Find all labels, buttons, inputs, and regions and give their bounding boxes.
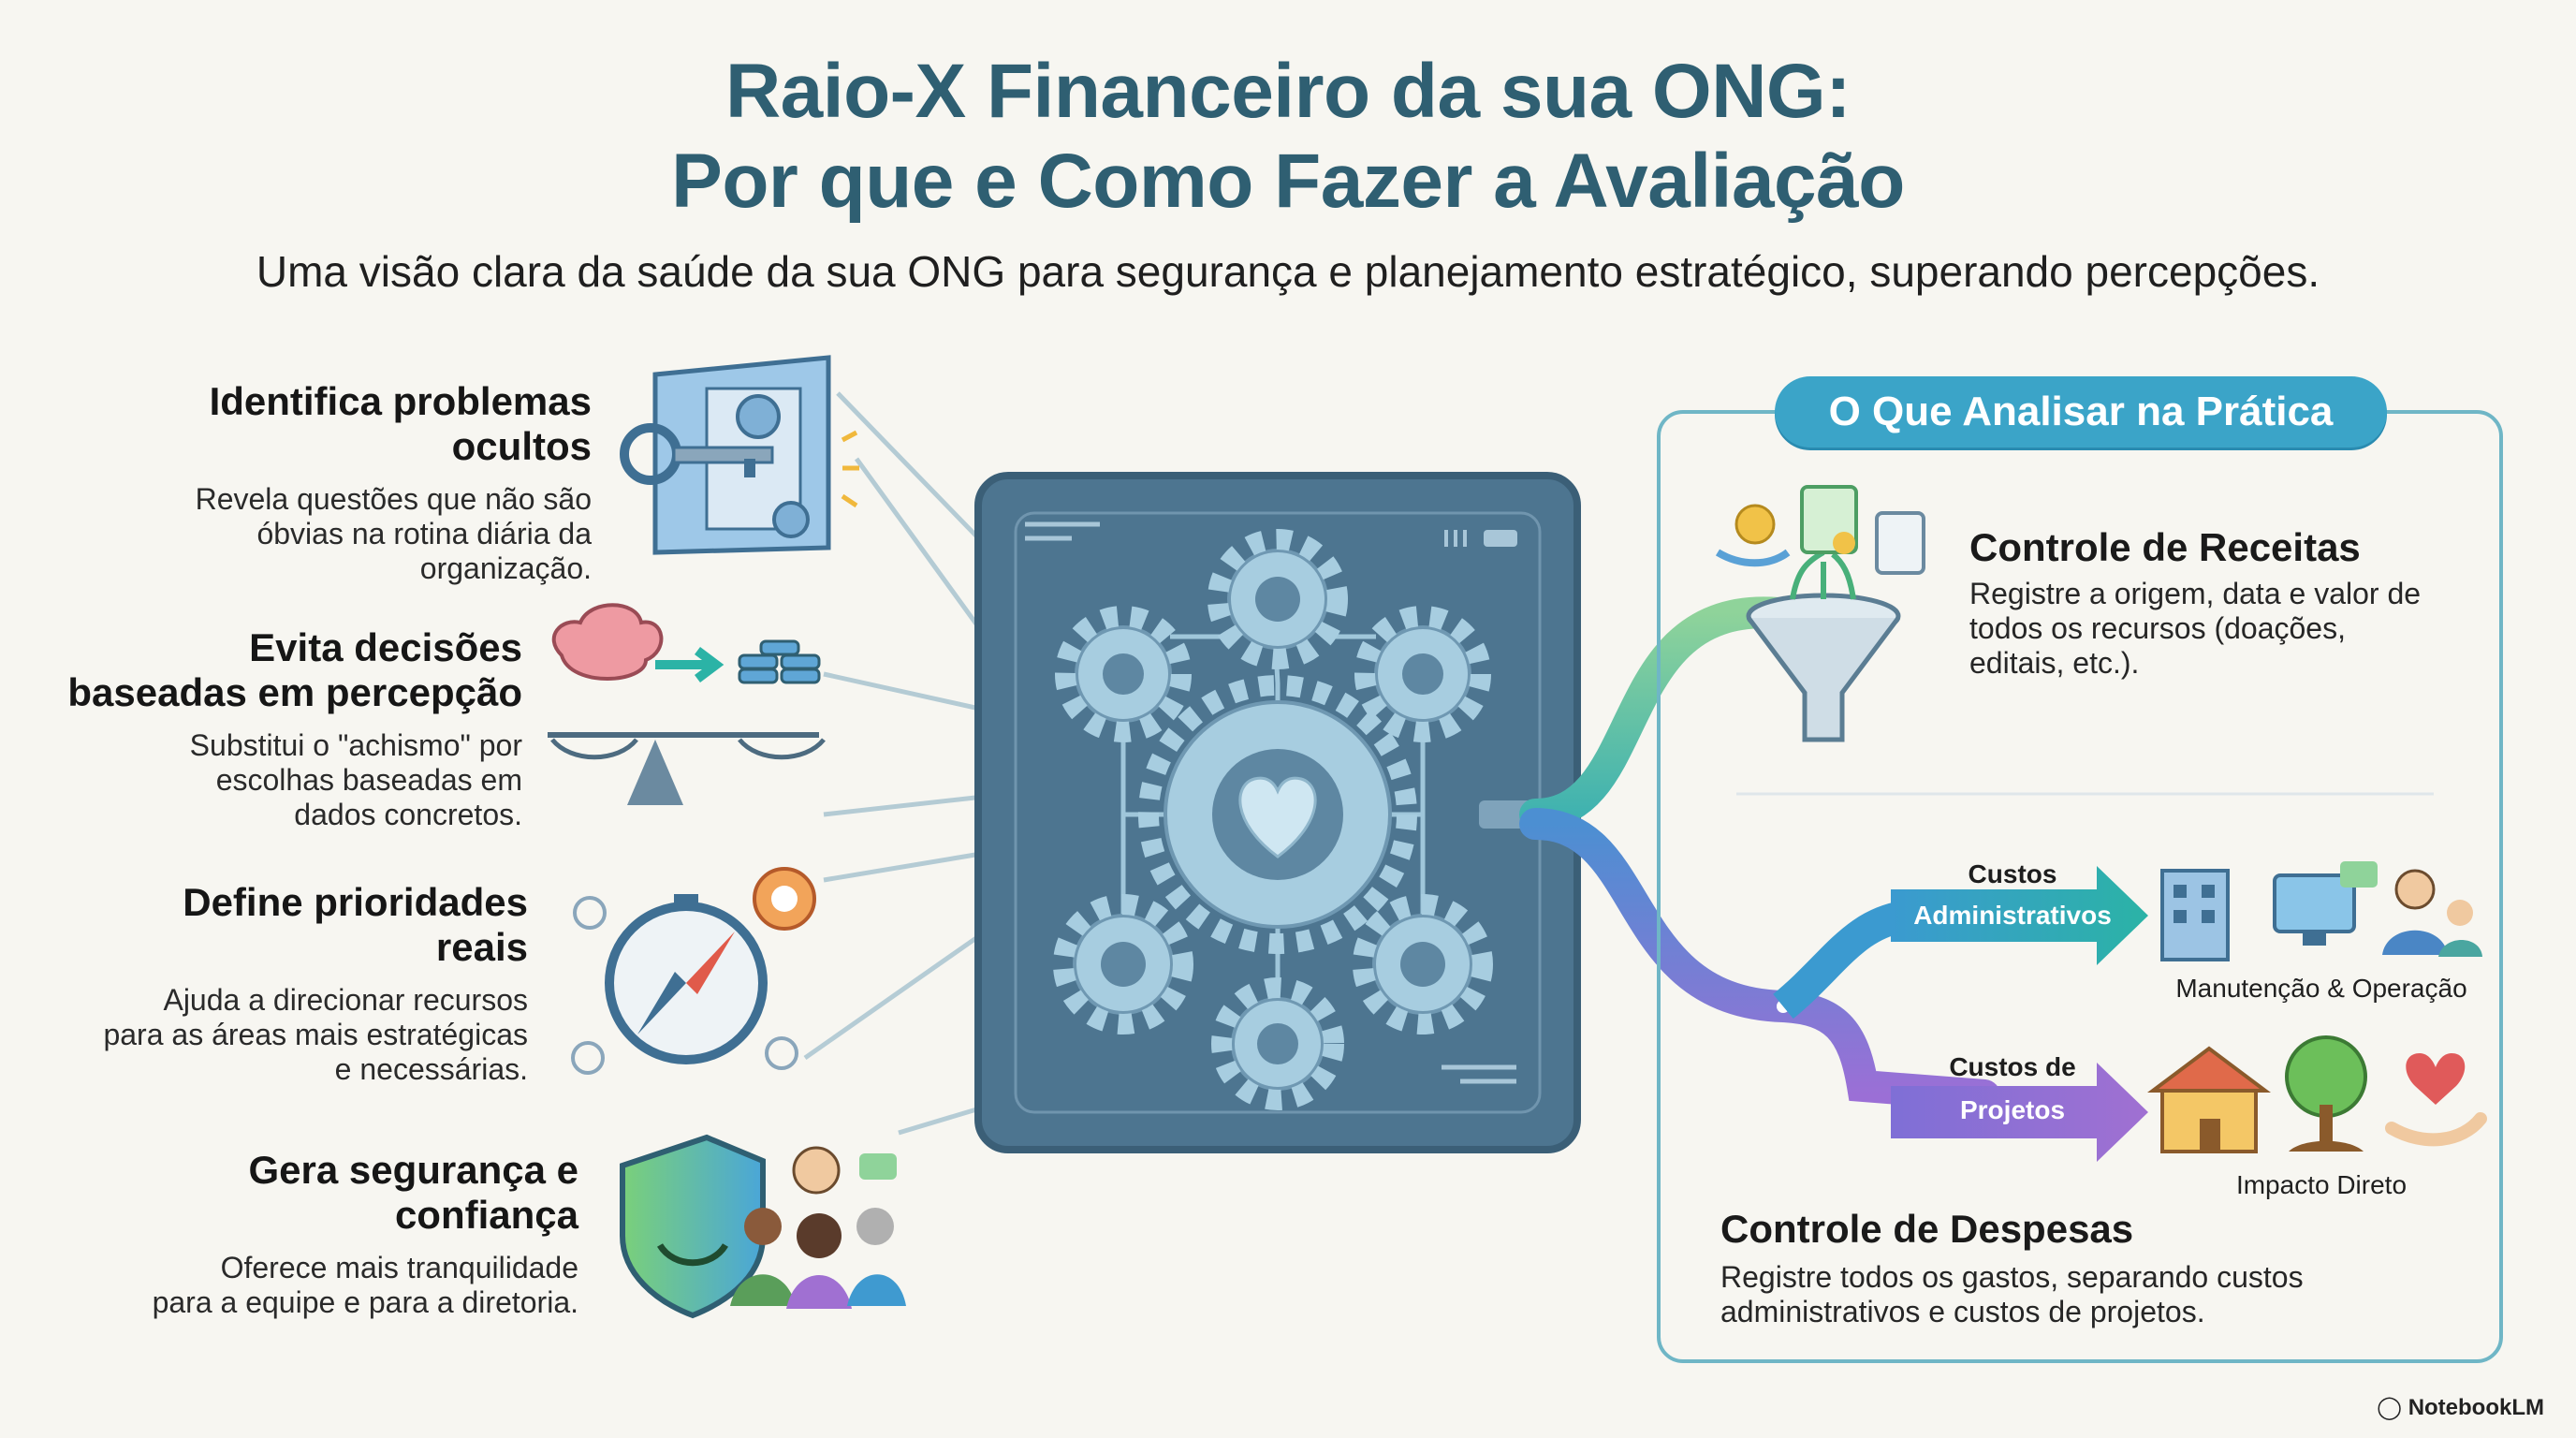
helping-hand-icon [2385,1053,2487,1147]
benefit-desc: Revela questões que não são óbvias na ro… [195,482,592,585]
benefit-title: Gera segurança e confiança [248,1148,578,1237]
benefit-avoid-perception: Evita decisões baseadas em percepção Sub… [0,625,522,832]
shield-team-icon [620,1134,906,1319]
benefit-title: Identifica problemas ocultos [209,379,592,468]
benefit-hidden-problems: Identifica problemas ocultos Revela ques… [11,379,592,586]
benefit-security: Gera segurança e confiança Oferece mais … [0,1148,578,1320]
admin-cost-caption: Manutenção & Operação [2175,974,2467,1003]
project-cost-arrow [1891,1063,2148,1162]
revenue-desc: Registre a origem, data e valor de todos… [1969,577,2422,680]
benefit-title: Define prioridades reais [183,880,528,969]
brand-watermark: ◯ NotebookLM [2377,1394,2544,1421]
panel-title: O Que Analisar na Prática [1775,376,2387,448]
admin-cost-arrow [1891,866,2148,965]
expenses-title: Controle de Despesas [1720,1207,2134,1251]
connector-lines [803,391,995,1136]
key-door-gears-icon [620,355,859,555]
admin-cost-arrow-text: Administrativos [1913,901,2112,930]
building-icon [2160,869,2230,961]
benefit-title: Evita decisões baseadas em percepção [67,625,522,714]
revenue-section: Controle de Receitas Registre a origem, … [1969,524,2494,681]
title-line-2: Por que e Como Fazer a Avaliação [671,139,1905,224]
title-line-1: Raio-X Financeiro da sua ONG: [724,49,1852,134]
page-subtitle: Uma visão clara da saúde da sua ONG para… [256,247,2320,296]
benefit-desc: Oferece mais tranquilidade para a equipe… [152,1251,578,1319]
project-cost-arrow-text: Projetos [1959,1095,2066,1124]
brain-scale-coins-icon [548,603,826,805]
tree-icon [2285,1035,2367,1152]
brand-label: NotebookLM [2408,1395,2544,1420]
revenue-icons [1715,485,1925,575]
notebooklm-logo-icon: ◯ [2377,1395,2408,1420]
project-cost-caption: Impacto Direto [2235,1170,2408,1199]
admin-cost-label: Custos [1968,859,2057,888]
heart-icon [1238,776,1317,858]
page-title: Raio-X Financeiro da sua ONG: Por que e … [0,47,2576,227]
compass-target-icon [571,867,816,1075]
expenses-desc: Registre todos os gastos, separando cust… [1720,1260,2304,1328]
computer-icon [2273,861,2378,946]
funnel-icon [1746,550,1901,742]
project-cost-label: Custos de [1949,1052,2076,1081]
benefit-priorities: Define prioridades reais Ajuda a direcio… [0,880,528,1087]
revenue-title: Controle de Receitas [1969,525,2361,569]
flow-up-path [1519,596,1794,830]
expenses-section: Controle de Despesas Registre todos os g… [1720,1206,2469,1329]
school-icon [2147,1046,2271,1153]
flow-down-path [1519,808,2000,1111]
benefit-desc: Substitui o "achismo" por escolhas basea… [189,728,522,831]
staff-icon [2382,869,2482,957]
central-gear-panel [974,472,1581,1153]
benefit-desc: Ajuda a direcionar recursos para as área… [103,983,528,1086]
